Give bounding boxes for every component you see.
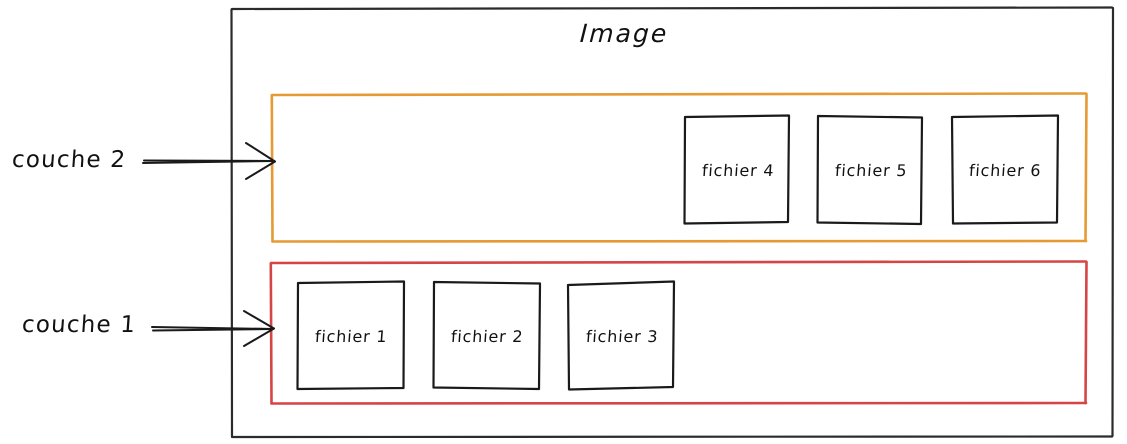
annotation-label-couche-2: couche 2 <box>11 147 128 173</box>
layer-2-box[interactable] <box>272 94 1086 241</box>
annotation-label-couche-1: couche 1 <box>21 312 138 338</box>
layer-1-box[interactable] <box>271 262 1086 403</box>
